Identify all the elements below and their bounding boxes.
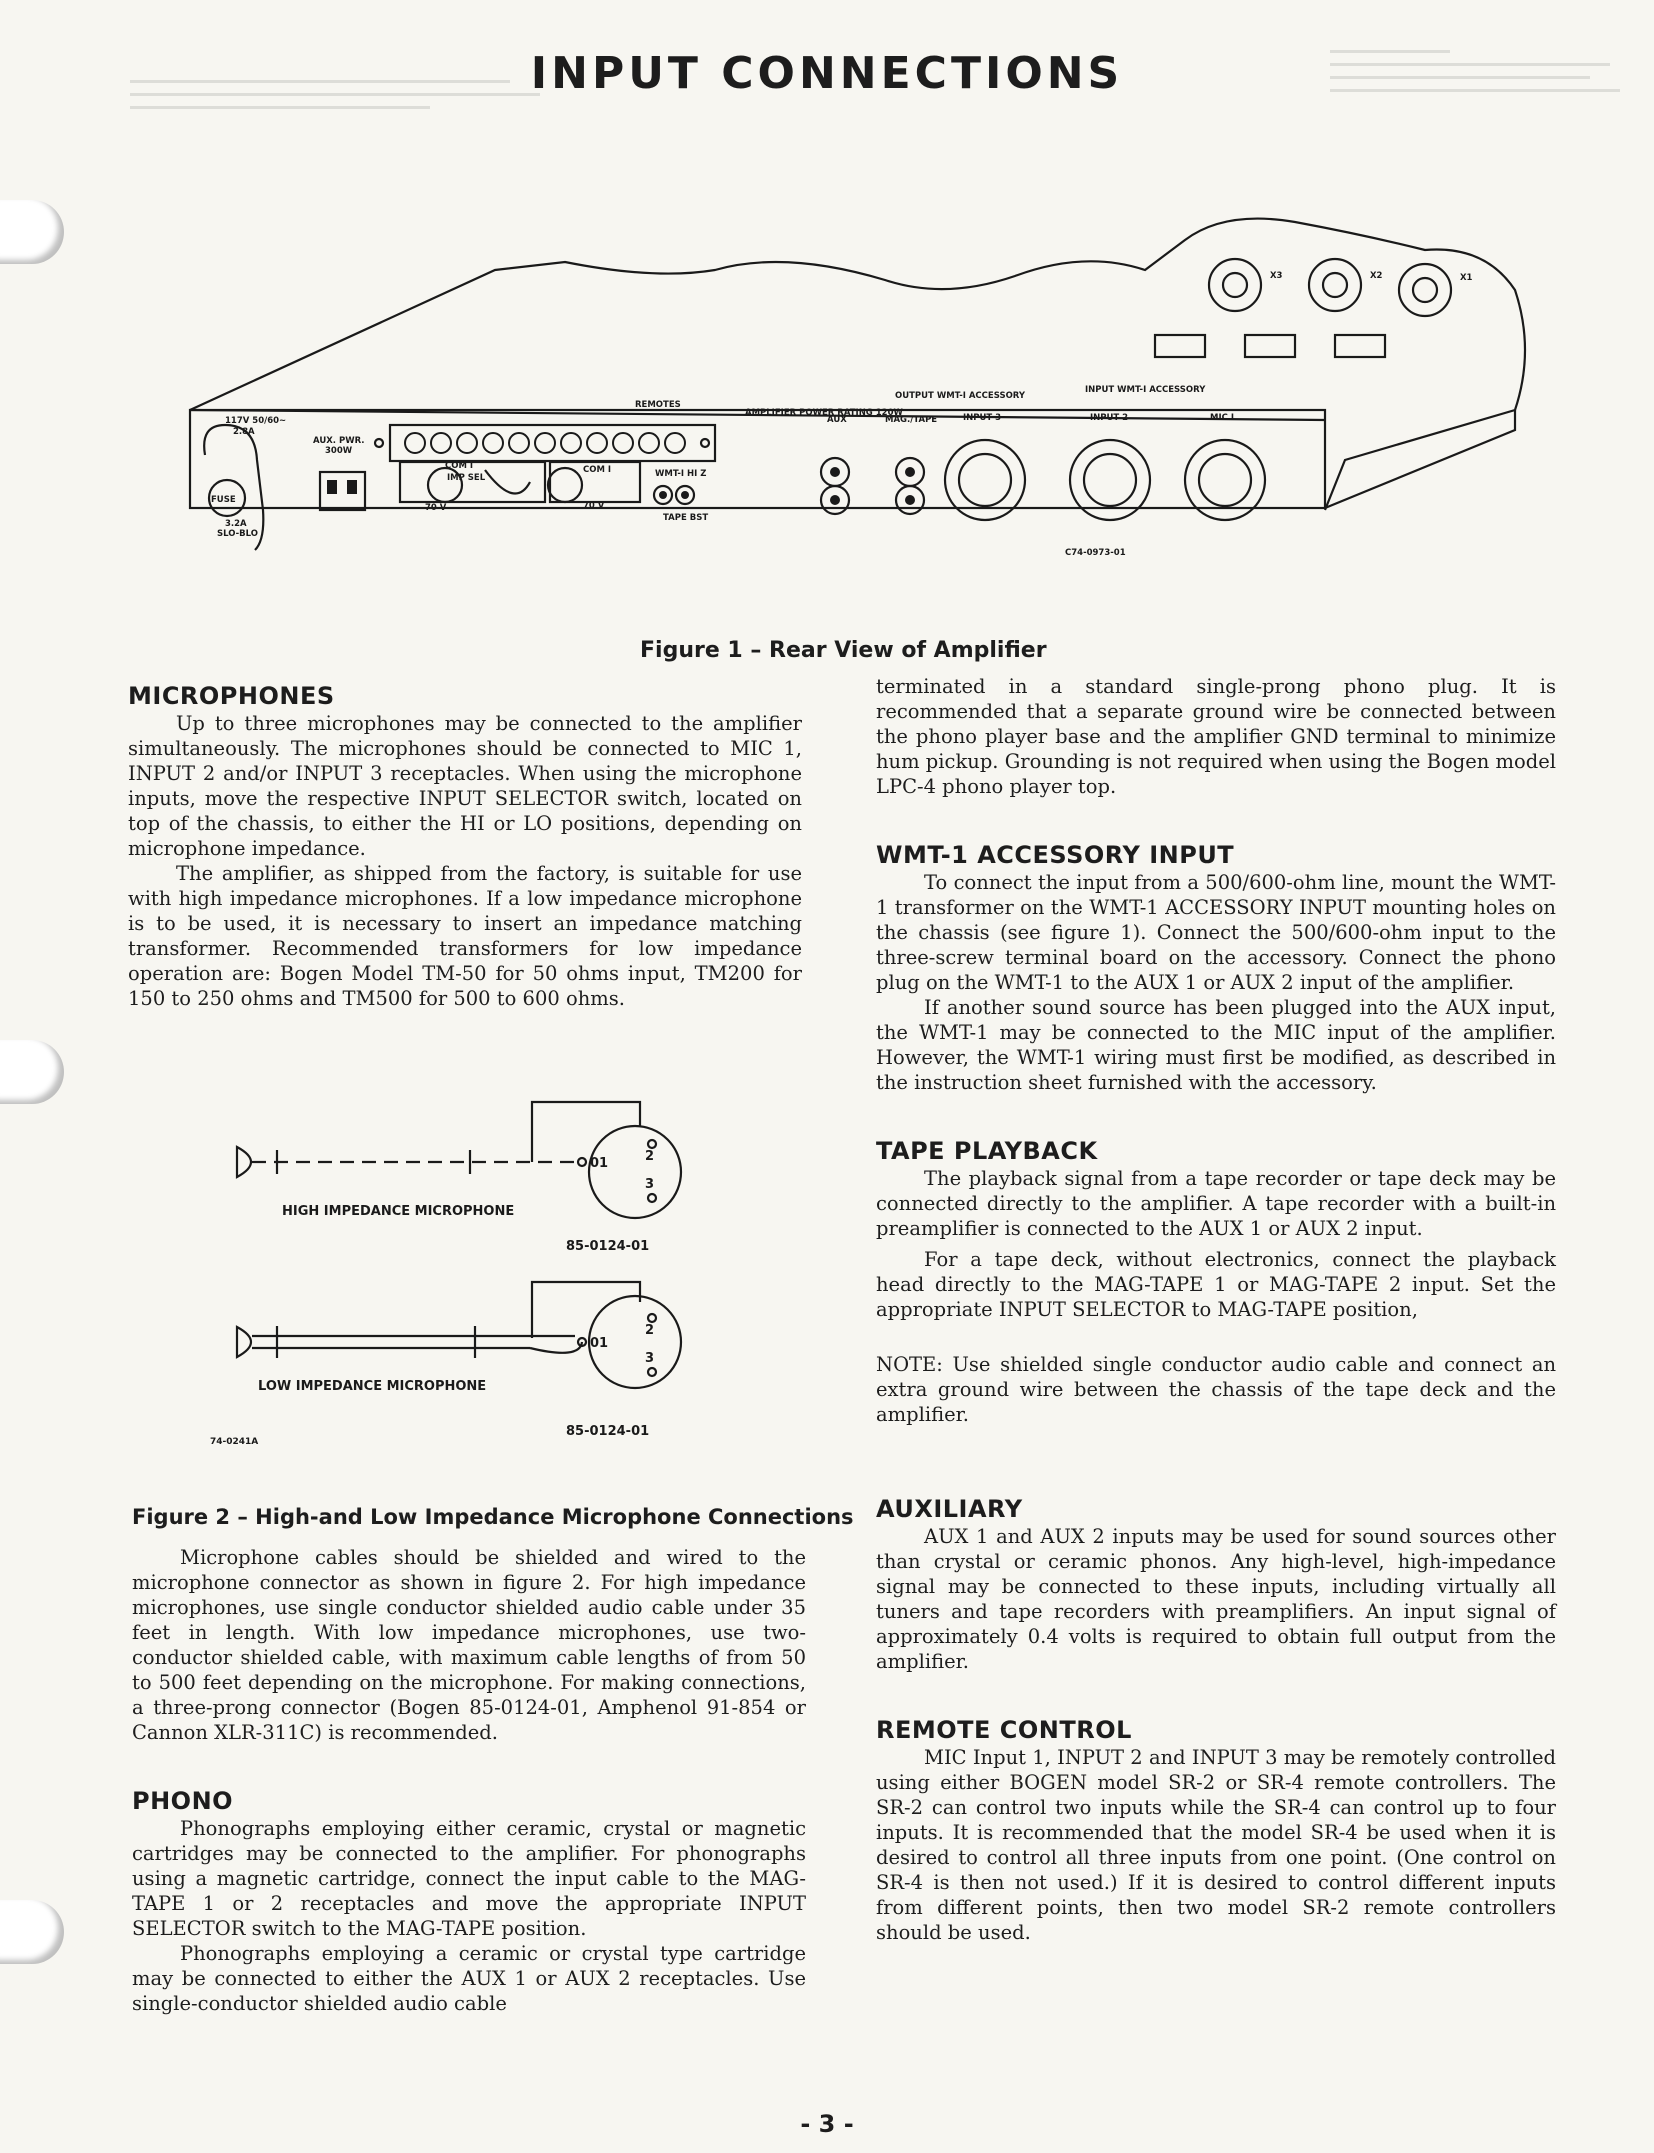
fig1-mic1: MIC I — [1210, 413, 1234, 423]
right-column: terminated in a standard single-prong ph… — [876, 674, 1556, 1945]
figure-2-caption: Figure 2 – High-and Low Impedance Microp… — [132, 1505, 854, 1529]
fig1-fuse: FUSE — [211, 495, 236, 505]
fig1-fuse-type: SLO-BLO — [217, 529, 258, 539]
figure-1-rear-view: 117V 50/60~ 2.8A AUX. PWR. 300W FUSE 3.2… — [188, 217, 1527, 558]
remote-p1: MIC Input 1, INPUT 2 and INPUT 3 may be … — [876, 1746, 1556, 1944]
figure-1-caption: Figure 1 – Rear View of Amplifier — [640, 638, 1047, 663]
figure-2-microphone-connections: HIGH IMPEDANCE MICROPHONE 85-0124-01 LOW… — [210, 1100, 683, 1447]
fig1-amp-power: AMPLIFIER POWER RATING 120W — [745, 408, 903, 418]
binder-hole — [0, 1040, 64, 1104]
fig2-pin2-high: 2 — [645, 1149, 654, 1164]
heading-wmt: WMT-1 ACCESSORY INPUT — [876, 841, 1235, 869]
binder-hole — [0, 200, 64, 264]
fig1-input2: INPUT 2 — [1090, 413, 1128, 423]
bleed-through-text — [1330, 40, 1630, 102]
fig1-x2: X2 — [1370, 271, 1383, 281]
tape-p1: The playback signal from a tape recorder… — [876, 1167, 1556, 1240]
tape-p2: For a tape deck, without electronics, co… — [876, 1248, 1556, 1321]
wmt-p1: To connect the input from a 500/600-ohm … — [876, 871, 1556, 994]
fig2-pin1-high: 01 — [590, 1156, 608, 1171]
fig1-mag-tape: MAG./TAPE — [885, 415, 937, 425]
cables-paragraph: Microphone cables should be shielded and… — [132, 1546, 806, 1744]
fig1-aux-pwr-watts: 300W — [325, 446, 353, 456]
fig2-low-label: LOW IMPEDANCE MICROPHONE — [258, 1379, 486, 1394]
fig1-tape-bst: TAPE BST — [663, 513, 708, 523]
fig2-drawing-number: 74-0241A — [210, 1437, 258, 1447]
heading-tape: TAPE PLAYBACK — [876, 1137, 1098, 1165]
fig1-70v-b: 70 V — [583, 501, 605, 511]
left-column-lower: Microphone cables should be shielded and… — [132, 1545, 806, 2016]
microphones-p2: The amplifier, as shipped from the facto… — [128, 862, 802, 1010]
binder-hole — [0, 1900, 64, 1964]
auxiliary-p1: AUX 1 and AUX 2 inputs may be used for s… — [876, 1525, 1556, 1673]
fig1-input-acc: INPUT WMT-I ACCESSORY — [1085, 385, 1206, 395]
heading-phono: PHONO — [132, 1787, 234, 1815]
tape-note: NOTE: Use shielded single conductor audi… — [876, 1353, 1556, 1426]
fig1-fuse-rating: 3.2A — [225, 519, 247, 529]
fig1-x1: X1 — [1460, 273, 1473, 283]
fig1-com1-b: COM I — [583, 465, 611, 475]
phono-p1: Phonographs employing either ceramic, cr… — [132, 1817, 806, 1940]
wmt-p2: If another sound source has been plugged… — [876, 996, 1556, 1094]
heading-auxiliary: AUXILIARY — [876, 1495, 1023, 1523]
fig1-aux: AUX — [827, 415, 847, 425]
fig2-pin1-low: 01 — [590, 1336, 608, 1351]
fig1-input3: INPUT 3 — [963, 413, 1001, 423]
fig2-pin2-low: 2 — [645, 1323, 654, 1338]
fig1-part-number: C74-0973-01 — [1065, 548, 1126, 558]
fig1-wmt-hiz: WMT-I HI Z — [655, 469, 706, 479]
page-number: - 3 - — [800, 2110, 854, 2138]
fig2-pin3-high: 3 — [645, 1177, 654, 1192]
microphones-p1: Up to three microphones may be connected… — [128, 712, 802, 860]
heading-microphones: MICROPHONES — [128, 682, 335, 710]
fig1-amps: 2.8A — [233, 427, 255, 437]
fig1-com1-a: COM I — [445, 461, 473, 471]
fig1-aux-pwr: AUX. PWR. — [313, 436, 365, 446]
phono-continued: terminated in a standard single-prong ph… — [876, 675, 1556, 798]
fig1-70v-a: 70 V — [425, 503, 447, 513]
fig2-pin3-low: 3 — [645, 1351, 654, 1366]
phono-p2: Phonographs employing a ceramic or cryst… — [132, 1942, 806, 2015]
fig1-output-acc: OUTPUT WMT-I ACCESSORY — [895, 391, 1026, 401]
page-title: INPUT CONNECTIONS — [530, 48, 1124, 99]
fig1-remotes: REMOTES — [635, 400, 681, 410]
fig2-part-low: 85-0124-01 — [566, 1424, 649, 1439]
fig2-part-high: 85-0124-01 — [566, 1239, 649, 1254]
fig1-imp-sel: IMP SEL — [447, 473, 486, 483]
heading-remote: REMOTE CONTROL — [876, 1716, 1132, 1744]
bleed-through-text — [130, 70, 550, 119]
fig1-x3: X3 — [1270, 271, 1283, 281]
fig1-power-label: 117V 50/60~ — [225, 416, 286, 426]
left-column: MICROPHONES Up to three microphones may … — [128, 684, 802, 1011]
fig2-high-label: HIGH IMPEDANCE MICROPHONE — [282, 1204, 514, 1219]
